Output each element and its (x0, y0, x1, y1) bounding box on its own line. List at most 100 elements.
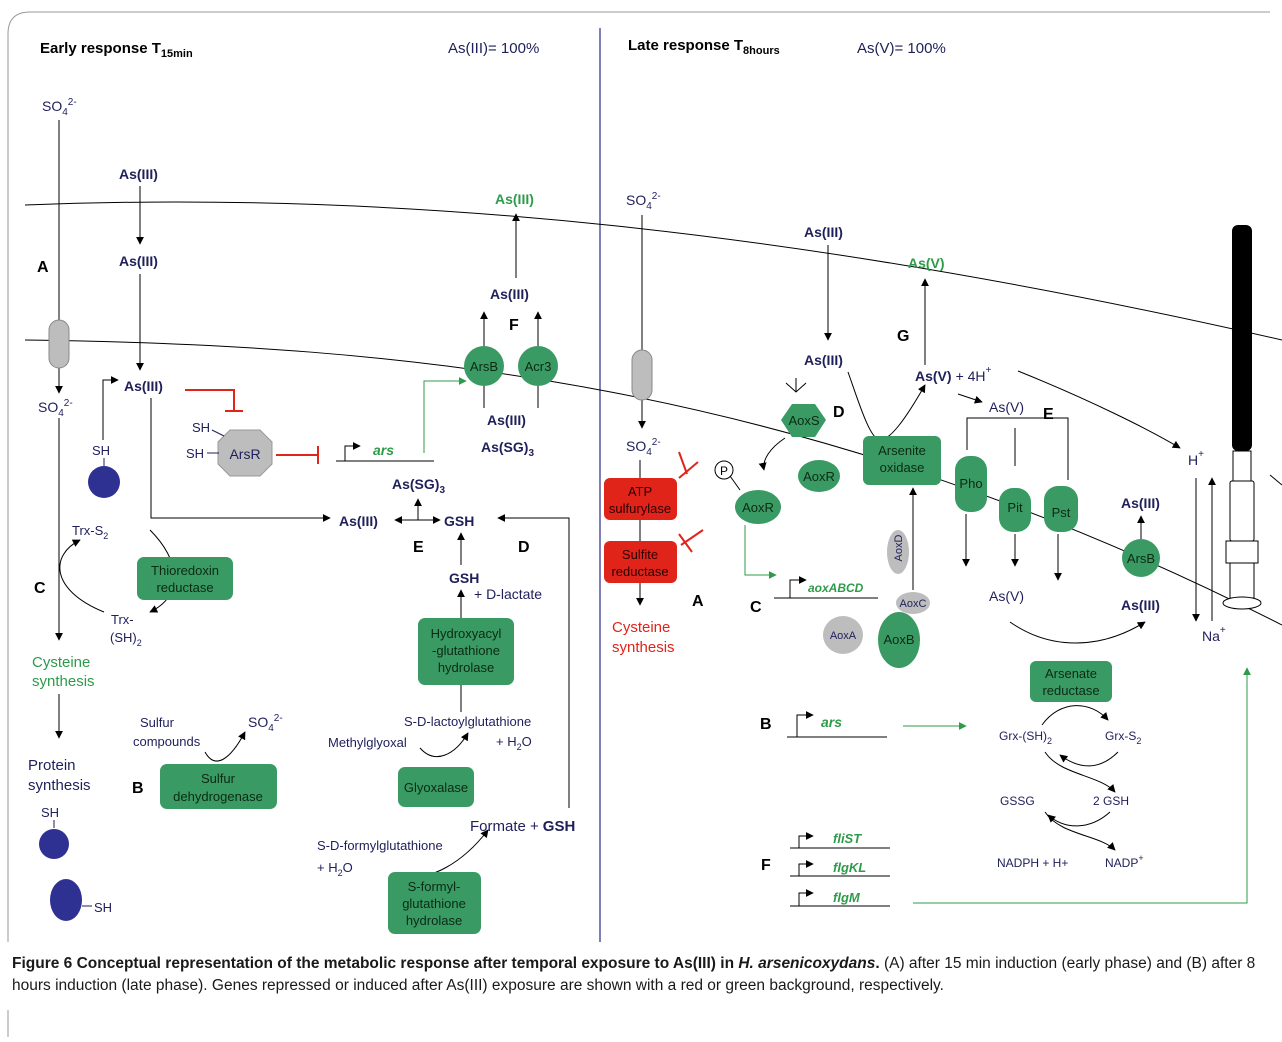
figure-caption: Figure 6 Conceptual representation of th… (12, 953, 1278, 997)
late-ars-gene: ars (821, 714, 842, 730)
letter-f-late: F (761, 857, 771, 874)
late-arsb-label: ArsB (1127, 551, 1155, 566)
arsenite-oxidase-line-1: Arsenite (878, 443, 926, 458)
pst-transporter (1044, 486, 1078, 532)
na-plus-label: Na+ (1202, 625, 1226, 644)
h-plus-label: H+ (1188, 449, 1204, 468)
aoxd-subunit (887, 530, 909, 574)
phospho-label: P (720, 464, 728, 478)
late-as3-exported: As(III) (1121, 495, 1160, 511)
early-as3-to-gsh-arrow (150, 398, 331, 522)
pho-transporter (955, 456, 987, 512)
early-as3-cyto: As(III) (124, 378, 163, 394)
early-gsh: GSH (444, 513, 474, 529)
pho-label: Pho (959, 476, 982, 491)
protein-blob-2 (50, 879, 82, 921)
grx-sh2: Grx-(SH)2 (999, 729, 1052, 746)
late-as3-out: As(III) (804, 224, 843, 240)
formylglutathione: S-D-formylglutathione (317, 838, 443, 853)
early-sh-label: SH (92, 443, 110, 458)
aoxr-regulator (798, 460, 840, 492)
early-arsb-transporter (464, 346, 504, 386)
arsenate-reductase-line-1: Arsenate (1045, 666, 1097, 681)
hydroxyacyl-line-1: Hydroxyacyl (431, 626, 502, 641)
arsenite-oxidase-line-2: oxidase (880, 460, 925, 475)
late-condition: As(V)= 100% (857, 40, 946, 57)
late-as5-exported: As(V) (908, 255, 945, 271)
early-as3-peri: As(III) (119, 253, 158, 269)
nadp: NADP+ (1105, 853, 1144, 870)
sulfite-reductase (604, 541, 677, 583)
early-as3-gsh-node: As(III) (339, 513, 378, 529)
early-ars-induce-arrow (423, 377, 467, 453)
panel-border (7, 11, 1270, 942)
late-title: Late response T8hours (628, 37, 780, 57)
lactoylglutathione: S-D-lactoylglutathione (404, 714, 531, 729)
flgkl-gene: flgKL (833, 860, 866, 875)
early-condition: As(III)= 100% (448, 40, 539, 57)
formyl-hydrolase-line-2: glutathione (402, 896, 466, 911)
aoxb-subunit (878, 612, 920, 668)
glyoxalase-label: Glyoxalase (404, 780, 468, 795)
late-as5-cyto: As(V) (989, 588, 1024, 604)
aoxc-label: AoxC (900, 598, 927, 610)
aoxabcd-gene: aoxABCD (808, 581, 864, 595)
aoxa-subunit (823, 616, 863, 654)
arsr-sh-top: SH (192, 420, 210, 435)
early-as3-out: As(III) (119, 166, 158, 182)
late-as5-peri: As(V)+ 4H+ (915, 365, 992, 384)
arsenate-reductase-line-2: reductase (1042, 683, 1099, 698)
thioredoxin-reductase-line-1: Thioredoxin (151, 563, 219, 578)
letter-d-early: D (518, 539, 530, 556)
letter-b-early: B (132, 780, 144, 797)
caption-title: Figure 6 Conceptual representation of th… (12, 955, 880, 972)
arsenate-reductase (1030, 661, 1112, 702)
arsr-protein (217, 429, 273, 477)
s-formylglutathione-hydrolase (388, 872, 481, 934)
letter-f-early: F (509, 317, 519, 334)
late-arsb-transporter (1122, 539, 1160, 577)
sulfur-compounds-line-1: Sulfur (140, 715, 175, 730)
arsenite-oxidase (863, 436, 941, 485)
nadph: NADPH + H+ (997, 856, 1068, 870)
grx-s2: Grx-S2 (1105, 729, 1141, 746)
formyl-hydrolase-line-1: S-formyl- (408, 879, 461, 894)
pit-label: Pit (1007, 500, 1023, 515)
late-as3-cyto: As(III) (1121, 597, 1160, 613)
early-ars-gene: ars (373, 442, 394, 458)
flagellar-induce-arrow (913, 667, 1251, 904)
aoxs-label: AoxS (788, 413, 819, 428)
early-sulfate-transporter (48, 319, 70, 369)
early-as3-exported-peri: As(III) (490, 286, 529, 302)
early-protein-blob (88, 466, 120, 498)
early-cysteine-line-2: synthesis (32, 673, 95, 690)
phospho-marker (714, 460, 734, 480)
aoxr-phosphorylated (735, 490, 781, 524)
hydroxyacyl-line-3: hydrolase (438, 660, 494, 675)
early-so4-product: SO42- (248, 713, 283, 734)
arsr-sh-bottom: SH (186, 446, 204, 461)
trx-sh-1: Trx- (111, 612, 134, 627)
flagellum-motor (1222, 596, 1262, 610)
thioredoxin-reductase-line-2: reductase (156, 580, 213, 595)
early-acr3-transporter (518, 346, 558, 386)
trx-sh-2: (SH)2 (110, 630, 142, 648)
protein-synthesis-line-1: Protein (28, 757, 76, 774)
letter-b-late: B (760, 716, 772, 733)
gssg: GSSG (1000, 794, 1035, 808)
aoxr-phosphorylated-label: AoxR (742, 500, 774, 515)
early-so4-inside: SO42- (38, 398, 73, 419)
letter-d-late: D (833, 404, 845, 421)
aoxs-receptor (785, 378, 807, 393)
flagellum-filament (1232, 225, 1252, 451)
sulfur-compounds-line-2: compounds (133, 734, 201, 749)
aoxb-label: AoxB (883, 632, 914, 647)
protein-synthesis-line-2: synthesis (28, 777, 91, 794)
sulfite-reductase-line-1: Sulfite (622, 547, 658, 562)
letter-c-early: C (34, 580, 46, 597)
trx-s2: Trx-S2 (72, 523, 108, 541)
thioredoxin-reductase (137, 557, 233, 600)
early-as3-in: As(III) (487, 412, 526, 428)
atp-sulfurylase-line-2: sulfurylase (609, 501, 671, 516)
